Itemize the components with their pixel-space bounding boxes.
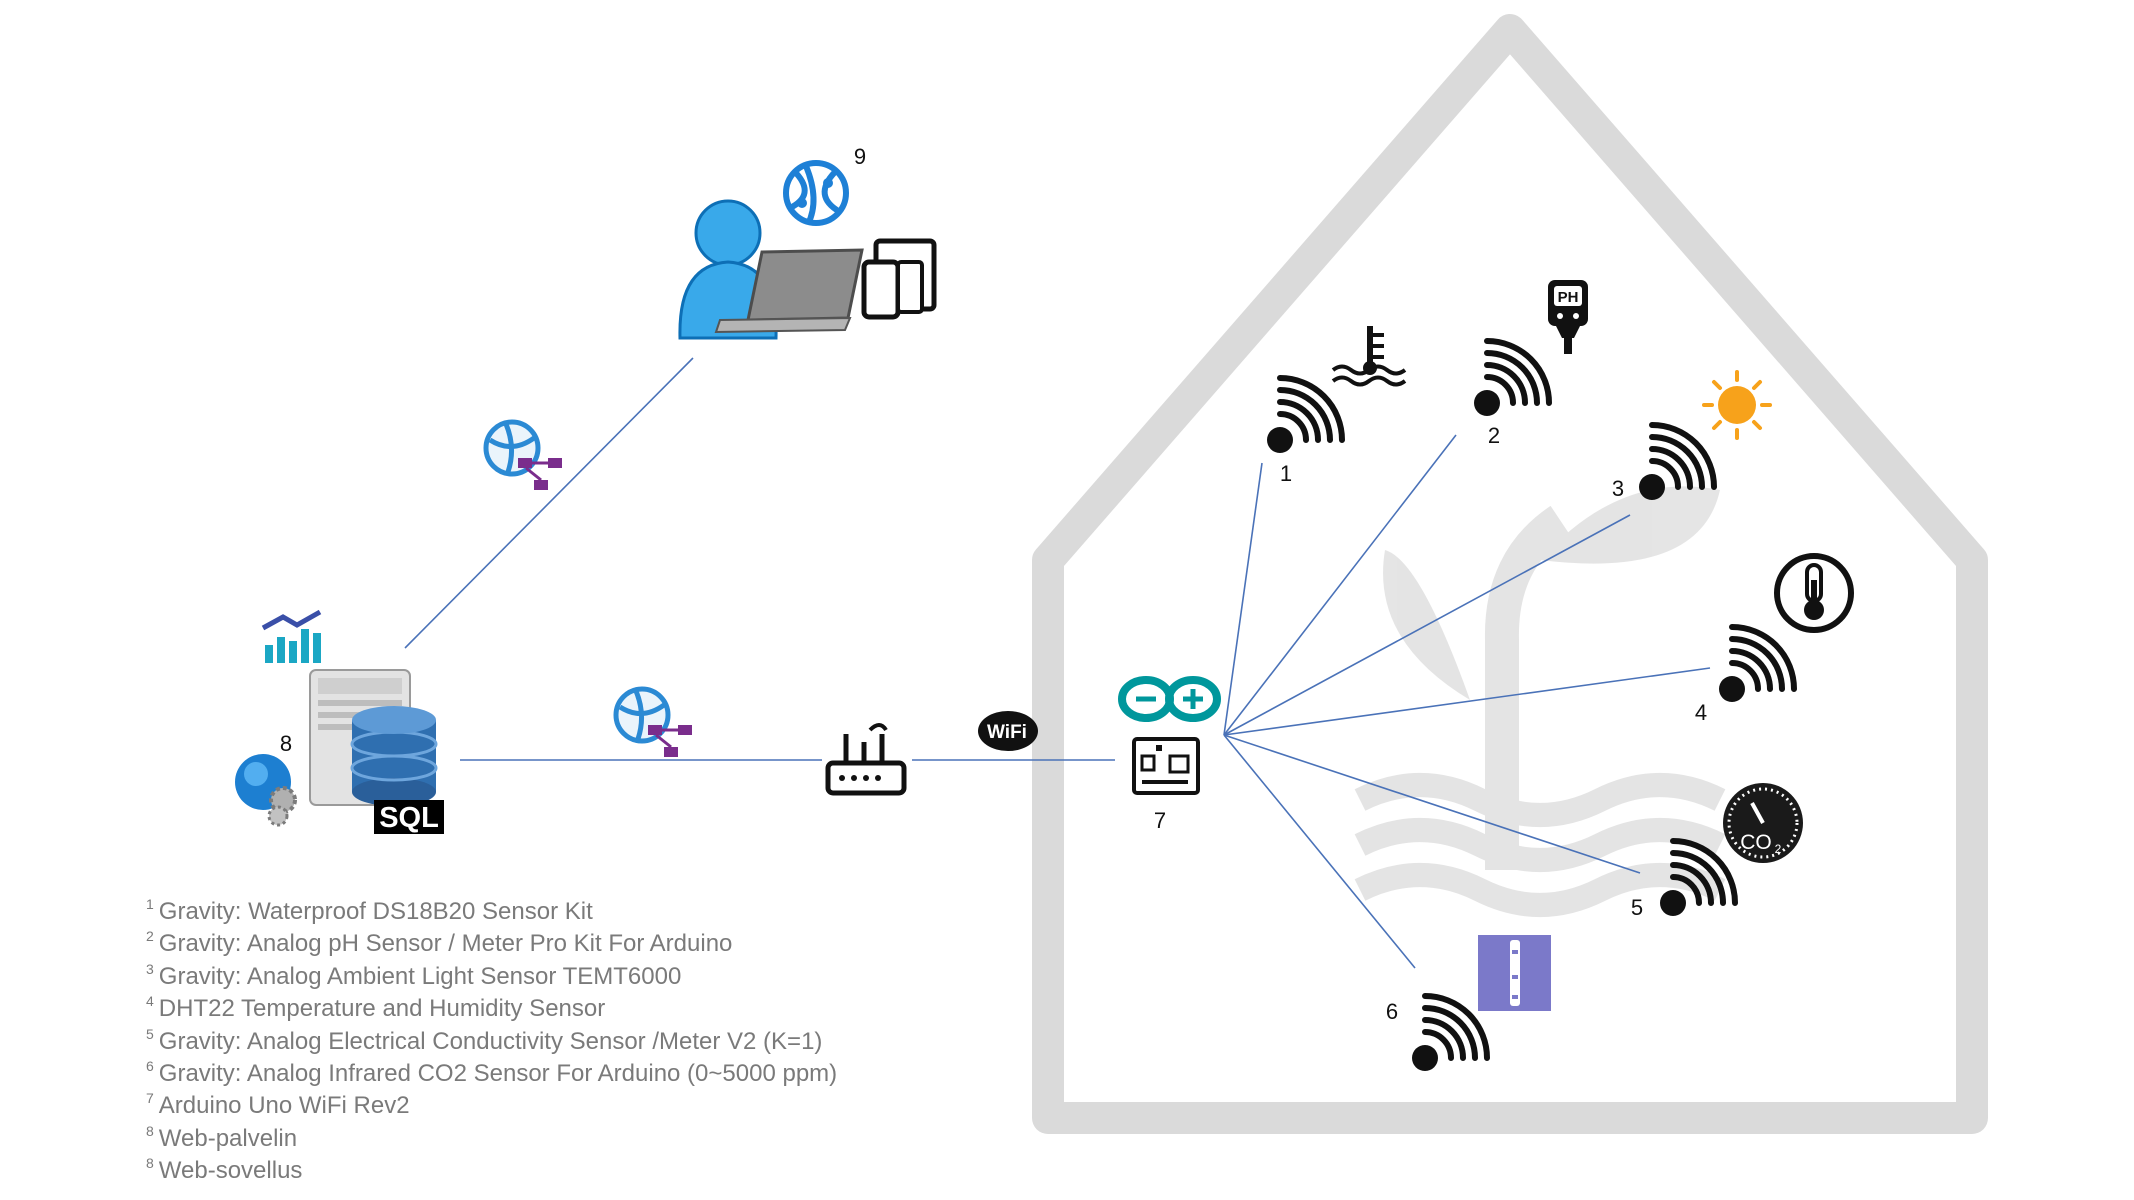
analytics-chart-icon: [261, 609, 322, 663]
legend-marker: 1: [146, 896, 154, 912]
legend-marker: 8: [146, 1122, 154, 1139]
server-number: 8: [280, 731, 292, 756]
sql-badge-icon: SQL: [374, 800, 444, 834]
network-icon: [486, 422, 562, 490]
co2-gauge-icon: CO 2: [1723, 783, 1803, 863]
svg-text:2: 2: [1775, 842, 1782, 856]
signal-icon: [1412, 996, 1487, 1071]
server-node: SQL 8: [235, 609, 444, 834]
legend-marker: 6: [146, 1057, 154, 1074]
link-server-user: [404, 357, 694, 649]
svg-text:SQL: SQL: [379, 802, 439, 834]
sensor-4-number: 4: [1695, 700, 1707, 725]
devices-icon: [861, 238, 937, 320]
web-app-number: 9: [854, 144, 866, 169]
signal-icon: [1719, 627, 1794, 702]
legend-text: Arduino Uno WiFi Rev2: [158, 1092, 410, 1120]
legend-marker: 4: [146, 993, 154, 1010]
legend-text: Gravity: Analog Ambient Light Sensor TEM…: [158, 962, 682, 990]
arduino-number: 7: [1154, 808, 1166, 833]
legend-text: Web-sovellus: [158, 1157, 303, 1185]
legend-text: Web-palvelin: [158, 1124, 298, 1152]
web-app-node: 9: [678, 144, 937, 340]
signal-icon: [1639, 425, 1714, 500]
plant-watermark: [1354, 486, 1726, 917]
signal-icon: [1267, 378, 1342, 453]
legend-text: DHT22 Temperature and Humidity Sensor: [158, 995, 606, 1023]
svg-text:PH: PH: [1558, 289, 1579, 306]
user-laptop-icon: [678, 199, 864, 340]
legend-text: Gravity: Analog Electrical Conductivity …: [158, 1027, 823, 1055]
router-icon: [825, 723, 907, 796]
sensor-6-number: 6: [1386, 999, 1398, 1024]
web-globe-gears-icon: [235, 754, 297, 827]
legend-marker: 7: [146, 1090, 154, 1107]
legend-text: Gravity: Waterproof DS18B20 Sensor Kit: [158, 898, 593, 925]
link-arduino-sensor-5: [1223, 734, 1641, 874]
wifi-badge-icon: WiFi: [978, 711, 1038, 751]
link-arduino-sensor-2: [1223, 434, 1457, 736]
house-outline: [1032, 14, 1988, 1134]
sun-icon: [1702, 370, 1772, 440]
sensor-1-number: 1: [1280, 461, 1292, 486]
legend-marker: 5: [146, 1025, 154, 1042]
legend-marker: 2: [146, 928, 154, 945]
link-arduino-sensor-3: [1223, 514, 1631, 736]
water-temperature-icon: [1331, 326, 1407, 387]
sensor-3-number: 3: [1612, 476, 1624, 501]
ec-probe-icon: [1478, 935, 1551, 1011]
svg-text:CO: CO: [1740, 831, 1772, 854]
legend-marker: 8: [146, 1155, 154, 1172]
link-arduino-sensor-4: [1223, 667, 1711, 736]
legend-text: Gravity: Analog Infrared CO2 Sensor For …: [158, 1059, 838, 1087]
ph-meter-icon: PH: [1548, 280, 1588, 354]
sensor-2-number: 2: [1488, 423, 1500, 448]
database-icon: [350, 706, 438, 806]
network-icon: [616, 689, 692, 757]
link-arduino-sensor-1: [1223, 462, 1263, 736]
signal-icon: [1474, 341, 1549, 416]
legend-text: Gravity: Analog pH Sensor / Meter Pro Ki…: [158, 930, 733, 958]
sensor-5-number: 5: [1631, 895, 1643, 920]
legend-marker: 3: [146, 960, 154, 977]
thermometer-icon: [1774, 553, 1854, 633]
web-globe-icon: [783, 160, 849, 226]
svg-text:WiFi: WiFi: [987, 722, 1027, 743]
arduino-board-icon: [1118, 676, 1221, 795]
link-arduino-sensor-6: [1223, 734, 1416, 969]
